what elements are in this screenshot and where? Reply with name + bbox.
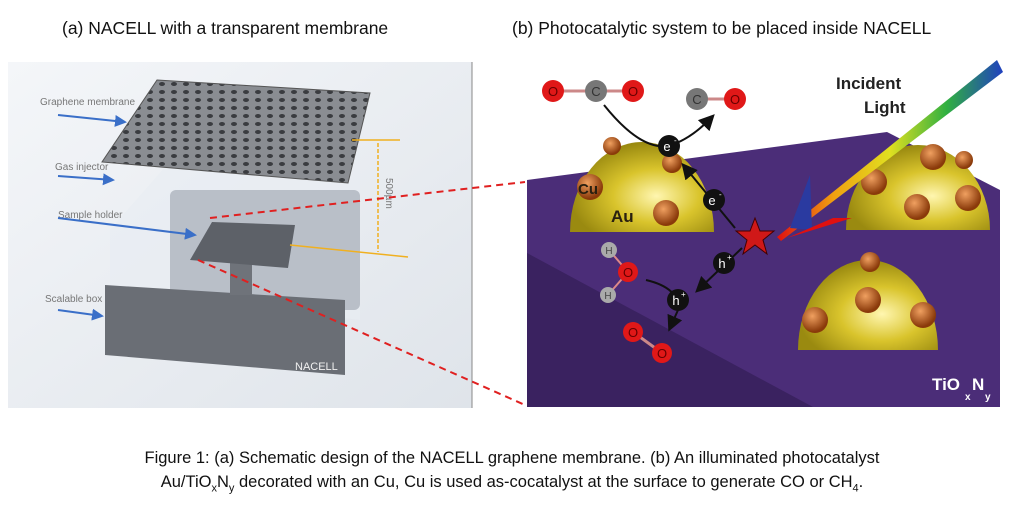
figure-caption-line2: Au/TiOxNy decorated with an Cu, Cu is us… (0, 470, 1024, 500)
incident-light-beam (777, 60, 1003, 241)
svg-text:O: O (628, 84, 638, 99)
light-label: Light (864, 98, 906, 117)
svg-text:+: + (727, 253, 732, 262)
svg-text:e: e (663, 139, 670, 154)
graphene-membrane (101, 79, 371, 184)
panel-b-photocatalyst: Cu Au Incident Light O C O C O (527, 60, 1003, 407)
co-molecule: C O (686, 88, 746, 110)
svg-text:h: h (672, 293, 679, 308)
label-gas-injector: Gas injector (55, 162, 109, 173)
svg-text:O: O (628, 325, 638, 340)
label-scalable-box: Scalable box (45, 294, 102, 305)
incident-label: Incident (836, 74, 902, 93)
h2o-molecule: H O H (600, 242, 638, 303)
svg-text:O: O (730, 92, 740, 107)
excitation-star-icon (734, 216, 776, 256)
svg-text:O: O (623, 265, 633, 280)
svg-text:H: H (604, 291, 611, 302)
cu-label: Cu (578, 181, 598, 198)
svg-text:-: - (719, 190, 722, 199)
caption-sub: x (211, 482, 217, 495)
svg-text:y: y (985, 392, 991, 403)
svg-text:TiO: TiO (932, 375, 960, 394)
caption-sub: 4 (852, 482, 859, 495)
caption-part: decorated with an Cu, Cu is used as-coca… (234, 473, 853, 491)
caption-part: . (858, 473, 864, 491)
panel-a-title: (a) NACELL with a transparent membrane (62, 18, 389, 38)
cu-nanoparticles (577, 137, 981, 333)
svg-text:O: O (548, 84, 558, 99)
svg-text:h: h (718, 256, 725, 271)
label-arrows (57, 114, 197, 321)
svg-text:C: C (591, 84, 600, 99)
svg-text:-: - (674, 136, 677, 145)
o2-molecule: O O (623, 322, 672, 363)
electron: e- (703, 189, 725, 211)
label-dimension: 500µm (383, 178, 394, 209)
zoom-lines (197, 181, 526, 406)
caption-sub: y (228, 482, 235, 495)
panel-b-title: (b) Photocatalytic system to be placed i… (512, 18, 932, 38)
figure-caption-line1: Figure 1: (a) Schematic design of the NA… (144, 449, 880, 467)
svg-text:H: H (605, 246, 612, 257)
electron: e- (658, 135, 680, 157)
nacell-brand: NACELL (295, 361, 338, 373)
panel-a-nacell-schematic: Graphene membrane Gas injector Sample ho… (8, 62, 473, 408)
tiox-ny-label: TiO x N y (932, 375, 991, 403)
caption-part: N (216, 473, 229, 491)
sample-holder (190, 222, 295, 268)
scalable-box (105, 285, 345, 375)
label-sample-holder: Sample holder (58, 210, 123, 221)
caption-part: Au/TiO (160, 473, 212, 491)
co2-molecule: O C O (542, 80, 644, 102)
svg-text:e: e (708, 193, 715, 208)
hole: h+ (713, 252, 735, 274)
svg-text:N: N (972, 375, 984, 394)
svg-text:O: O (657, 346, 667, 361)
label-graphene-membrane: Graphene membrane (40, 97, 135, 108)
svg-text:x: x (965, 392, 971, 403)
svg-text:+: + (681, 290, 686, 299)
hole: h+ (667, 289, 689, 311)
svg-text:C: C (692, 92, 701, 107)
au-label: Au (611, 207, 634, 226)
